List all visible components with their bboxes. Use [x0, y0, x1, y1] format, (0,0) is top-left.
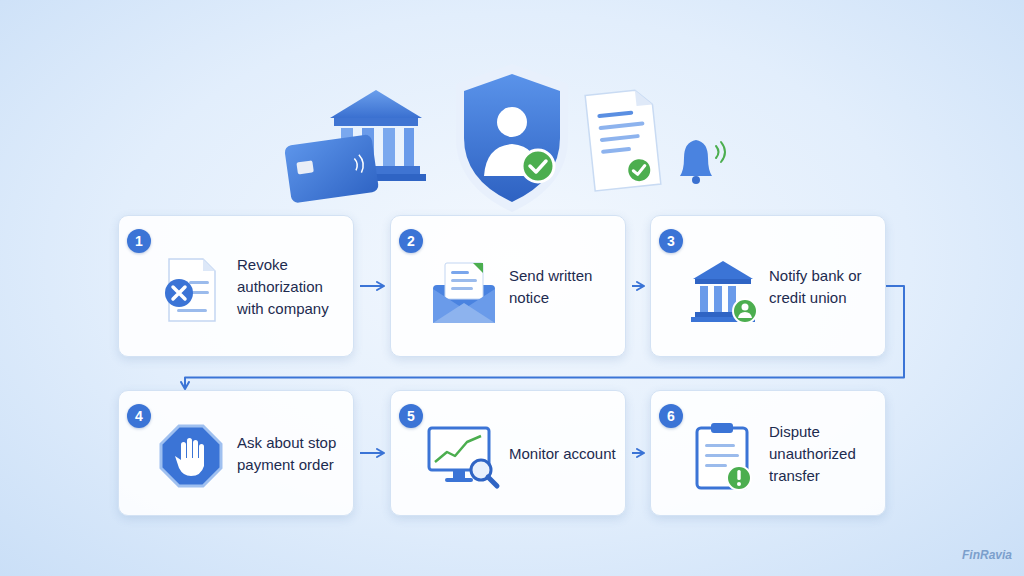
callout-number: 2 [399, 229, 423, 253]
step-icon [683, 418, 763, 498]
watermark: FinRavia [962, 548, 1012, 562]
flow-arrow [360, 452, 384, 454]
document-icon [585, 88, 661, 190]
process-box: 2Send written notice [390, 215, 626, 357]
process-box: 5Monitor account [390, 390, 626, 516]
shield-icon [456, 64, 568, 212]
step-label: Notify bank or credit union [769, 265, 879, 309]
callout-number: 1 [127, 229, 151, 253]
process-box: 6Dispute unauthorized transfer [650, 390, 886, 516]
flow-arrow [632, 285, 644, 287]
credit-card-icon [284, 134, 379, 204]
callout-number: 5 [399, 404, 423, 428]
process-box: 3Notify bank or credit union [650, 215, 886, 357]
flow-arrow [360, 285, 384, 287]
bell-icon [680, 140, 725, 184]
callout-number: 3 [659, 229, 683, 253]
step-label: Dispute unauthorized transfer [769, 421, 879, 487]
step-icon [151, 251, 231, 331]
process-box: 4Ask about stop payment order [118, 390, 354, 516]
step-icon [423, 251, 503, 331]
step-icon [151, 418, 231, 498]
step-icon [423, 418, 503, 498]
callout-number: 6 [659, 404, 683, 428]
step-icon [683, 251, 763, 331]
flow-arrow [632, 452, 644, 454]
step-label: Monitor account [509, 443, 619, 465]
process-box: 1Revoke authorization with company [118, 215, 354, 357]
callout-number: 4 [127, 404, 151, 428]
step-label: Revoke authorization with company [237, 254, 347, 320]
step-label: Ask about stop payment order [237, 432, 347, 476]
step-label: Send written notice [509, 265, 619, 309]
